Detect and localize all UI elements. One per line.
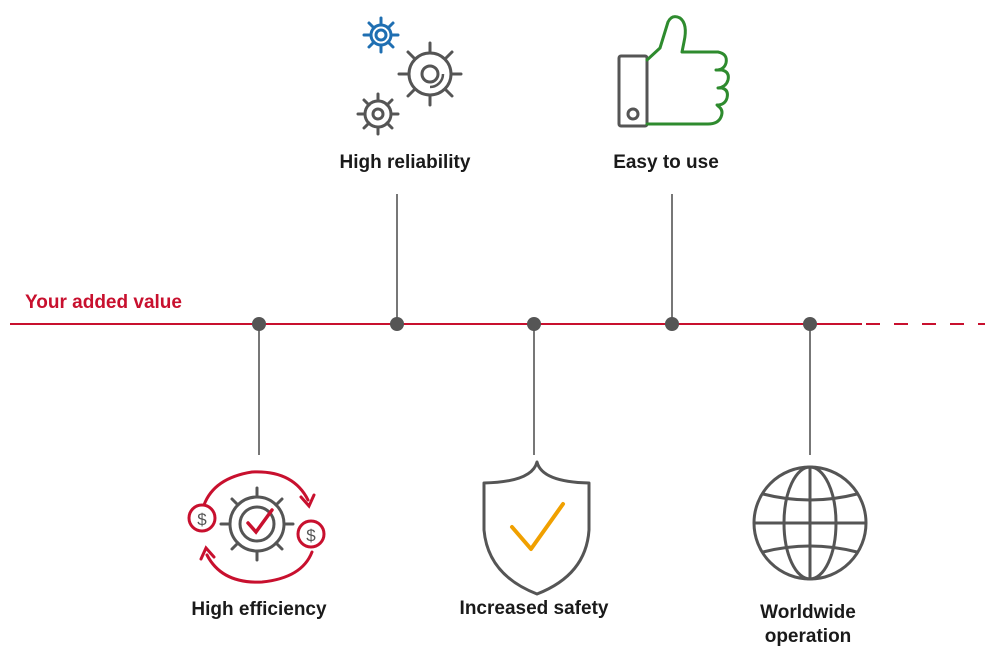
thumbs-up-icon (617, 15, 730, 128)
label-high-efficiency: High efficiency (191, 599, 327, 620)
dot-high-reliability (390, 317, 404, 331)
shield-check-icon (482, 460, 591, 596)
label-worldwide-operation: Worldwide operation (760, 601, 856, 649)
dot-increased-safety (527, 317, 541, 331)
globe-icon (752, 465, 868, 581)
gears-icon (356, 16, 463, 136)
dot-high-efficiency (252, 317, 266, 331)
axis-title: Your added value (25, 292, 182, 313)
efficiency-gear-dollar-icon (187, 470, 326, 584)
label-worldwide-line2: operation (764, 626, 852, 647)
dollar-sign-right: $ (306, 526, 316, 545)
dot-worldwide (803, 317, 817, 331)
label-worldwide-line1: Worldwide (760, 602, 856, 623)
label-easy-to-use: Easy to use (613, 152, 719, 173)
dot-easy-to-use (665, 317, 679, 331)
label-increased-safety: Increased safety (459, 598, 609, 619)
dollar-sign-left: $ (197, 510, 207, 529)
label-high-reliability: High reliability (339, 152, 471, 173)
